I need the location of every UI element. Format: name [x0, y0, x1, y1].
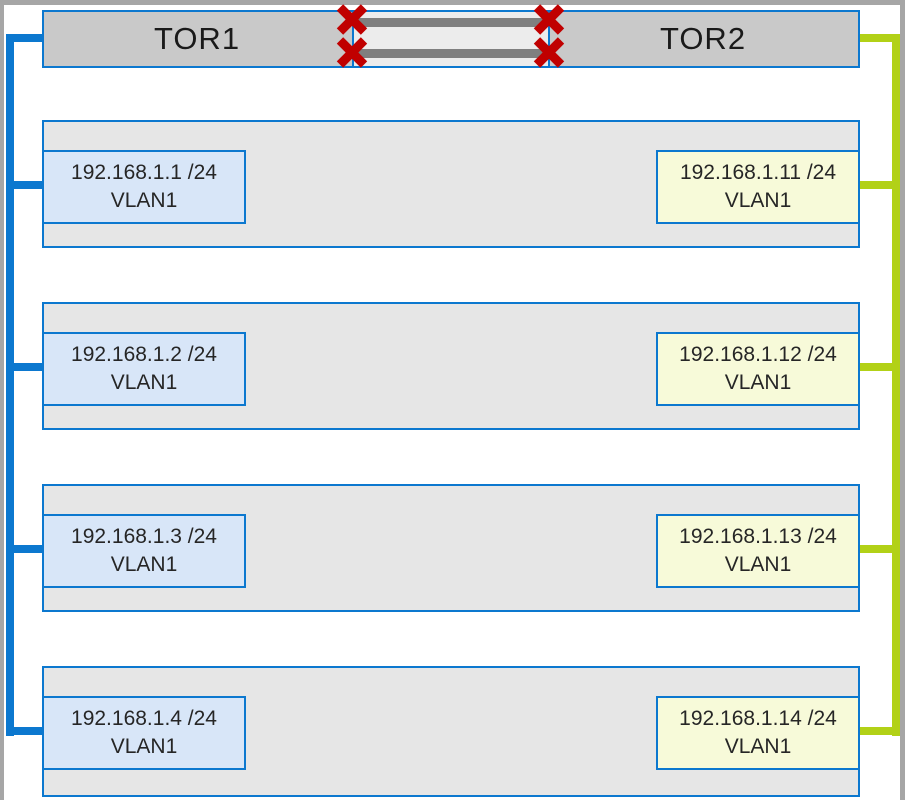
- window-frame-right: [900, 0, 905, 800]
- nic-vlan-label: VLAN1: [110, 735, 178, 758]
- tor1-trunk-line: [6, 34, 14, 736]
- tor2-label: TOR2: [659, 21, 747, 56]
- nic-ip-label: 192.168.1.14 /24: [679, 707, 837, 730]
- nic-vlan-label: VLAN1: [724, 371, 792, 394]
- nic-box-left: 192.168.1.4 /24 VLAN1: [42, 696, 246, 770]
- window-frame-left: [0, 0, 4, 800]
- tor2-nic1-connector: [860, 181, 896, 189]
- nic-vlan-label: VLAN1: [110, 189, 178, 212]
- tor-switch-bar: TOR1 TOR2: [42, 10, 860, 68]
- nic-ip-label: 192.168.1.13 /24: [679, 525, 837, 548]
- nic-ip-label: 192.168.1.4 /24: [71, 707, 217, 730]
- nic-ip-label: 192.168.1.2 /24: [71, 343, 217, 366]
- nic-vlan-label: VLAN1: [724, 553, 792, 576]
- nic-ip-label: 192.168.1.11 /24: [679, 161, 837, 184]
- nic-box-right: 192.168.1.14 /24 VLAN1: [656, 696, 860, 770]
- nic-vlan-label: VLAN1: [724, 735, 792, 758]
- server-row: 192.168.1.2 /24 VLAN1 192.168.1.12 /24 V…: [42, 302, 860, 430]
- nic-box-right: 192.168.1.13 /24 VLAN1: [656, 514, 860, 588]
- link-failure-x-icon: [339, 39, 365, 65]
- link-failure-x-icon: [339, 6, 365, 32]
- tor2-trunk-line: [892, 34, 900, 736]
- peer-link-1: [358, 18, 546, 27]
- tor1-nic1-connector: [6, 181, 44, 189]
- tor1-label: TOR1: [153, 21, 241, 56]
- nic-box-right: 192.168.1.11 /24 VLAN1: [656, 150, 860, 224]
- peer-link-panel: [352, 12, 550, 66]
- nic-box-left: 192.168.1.2 /24 VLAN1: [42, 332, 246, 406]
- server-row: 192.168.1.1 /24 VLAN1 192.168.1.11 /24 V…: [42, 120, 860, 248]
- nic-box-right: 192.168.1.12 /24 VLAN1: [656, 332, 860, 406]
- nic-box-left: 192.168.1.1 /24 VLAN1: [42, 150, 246, 224]
- nic-ip-label: 192.168.1.12 /24: [679, 343, 837, 366]
- window-frame-top: [0, 0, 905, 5]
- nic-ip-label: 192.168.1.1 /24: [71, 161, 217, 184]
- tor2-nic2-connector: [860, 363, 896, 371]
- server-row: 192.168.1.3 /24 VLAN1 192.168.1.13 /24 V…: [42, 484, 860, 612]
- nic-vlan-label: VLAN1: [110, 553, 178, 576]
- link-failure-x-icon: [536, 39, 562, 65]
- tor2-switch-connector: [860, 34, 896, 42]
- tor1-nic3-connector: [6, 545, 44, 553]
- tor1-nic2-connector: [6, 363, 44, 371]
- server-row: 192.168.1.4 /24 VLAN1 192.168.1.14 /24 V…: [42, 666, 860, 797]
- peer-link-2: [358, 49, 546, 58]
- link-failure-x-icon: [536, 6, 562, 32]
- nic-vlan-label: VLAN1: [110, 371, 178, 394]
- nic-box-left: 192.168.1.3 /24 VLAN1: [42, 514, 246, 588]
- nic-vlan-label: VLAN1: [724, 189, 792, 212]
- tor2-nic3-connector: [860, 545, 896, 553]
- tor2-nic4-connector: [860, 727, 896, 735]
- tor1-switch-connector: [6, 34, 44, 42]
- nic-ip-label: 192.168.1.3 /24: [71, 525, 217, 548]
- tor1-nic4-connector: [6, 727, 44, 735]
